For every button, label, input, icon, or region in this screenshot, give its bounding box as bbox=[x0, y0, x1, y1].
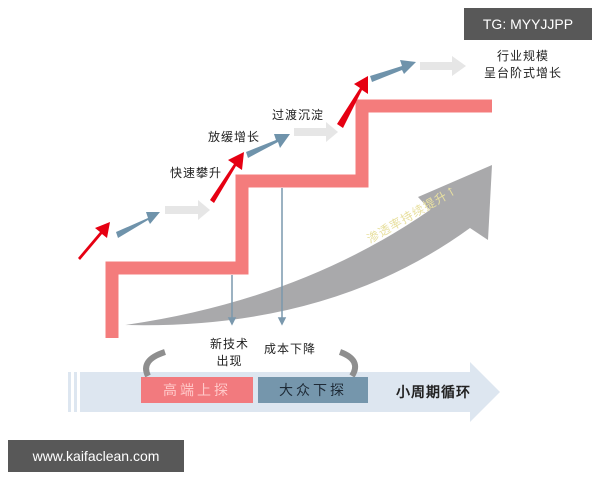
step3-arrows bbox=[337, 56, 466, 128]
watermark-bottom-left: www.kaifaclean.com bbox=[8, 440, 184, 472]
industry-scale-label: 行业规模 呈台阶式增长 bbox=[484, 48, 562, 82]
penetration-big-arrow bbox=[125, 165, 492, 326]
phase-rapid-rise: 快速攀升 bbox=[170, 166, 223, 180]
left-cycle-arrow bbox=[143, 349, 166, 378]
high-end-box: 高端上探 bbox=[141, 377, 253, 403]
small-cycle-label: 小周期循环 bbox=[396, 385, 471, 401]
phase-slowing-growth: 放缓增长 bbox=[208, 130, 261, 144]
driver-arrows bbox=[227, 188, 287, 326]
right-cycle-arrow bbox=[338, 349, 358, 378]
industry-scale-line2: 呈台阶式增长 bbox=[484, 66, 563, 80]
industry-scale-line1: 行业规模 bbox=[497, 49, 550, 63]
watermark-top-right: TG: MYYJJPP bbox=[464, 8, 592, 40]
staircase bbox=[105, 99, 492, 338]
step2-arrows bbox=[210, 122, 338, 203]
new-tech-line2: 出现 bbox=[216, 354, 243, 368]
mass-market-box: 大众下探 bbox=[258, 377, 368, 403]
new-tech-label: 新技术 出现 bbox=[210, 336, 249, 370]
cost-down-label: 成本下降 bbox=[264, 342, 317, 356]
step1-arrows bbox=[78, 200, 210, 260]
phase-transition-settle: 过渡沉淀 bbox=[272, 108, 325, 122]
new-tech-line1: 新技术 bbox=[210, 337, 250, 351]
